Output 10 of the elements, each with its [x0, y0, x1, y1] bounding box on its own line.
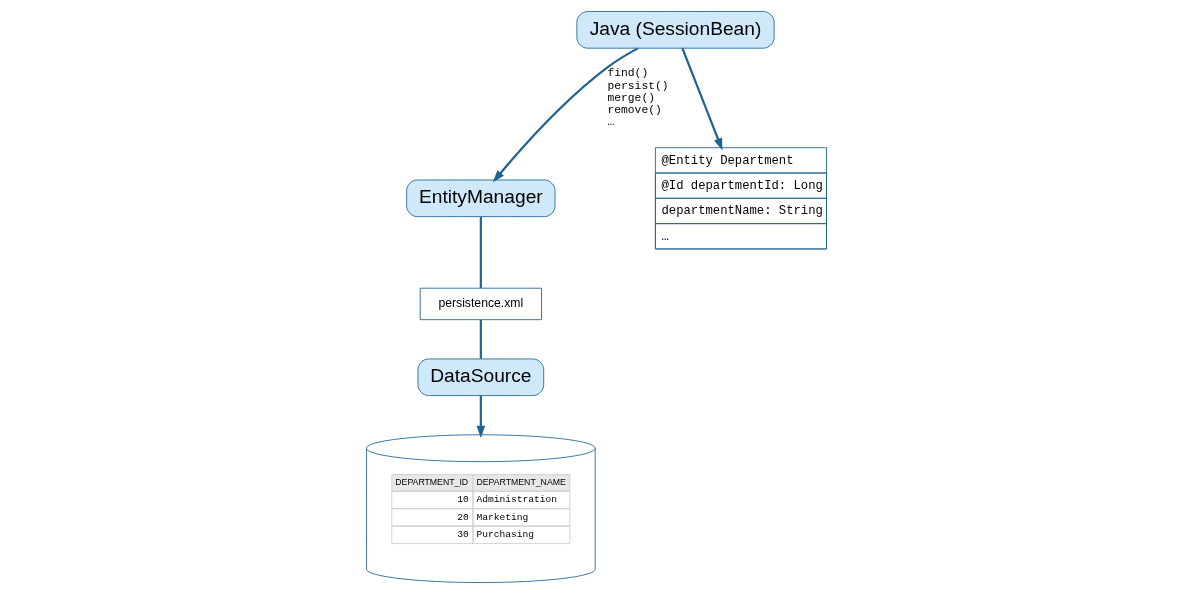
node-box: Java (SessionBean): [576, 11, 775, 49]
node-box: persistence.xml: [419, 287, 542, 321]
connector: [479, 320, 482, 359]
arrow: [476, 395, 486, 438]
connector: [479, 216, 482, 289]
arrow: [681, 47, 723, 151]
node-box: EntityManager: [406, 179, 556, 218]
edge-label: find() persist() merge() remove() …: [607, 67, 669, 129]
arrow: [492, 47, 639, 183]
node-box: DataSource: [417, 358, 545, 397]
